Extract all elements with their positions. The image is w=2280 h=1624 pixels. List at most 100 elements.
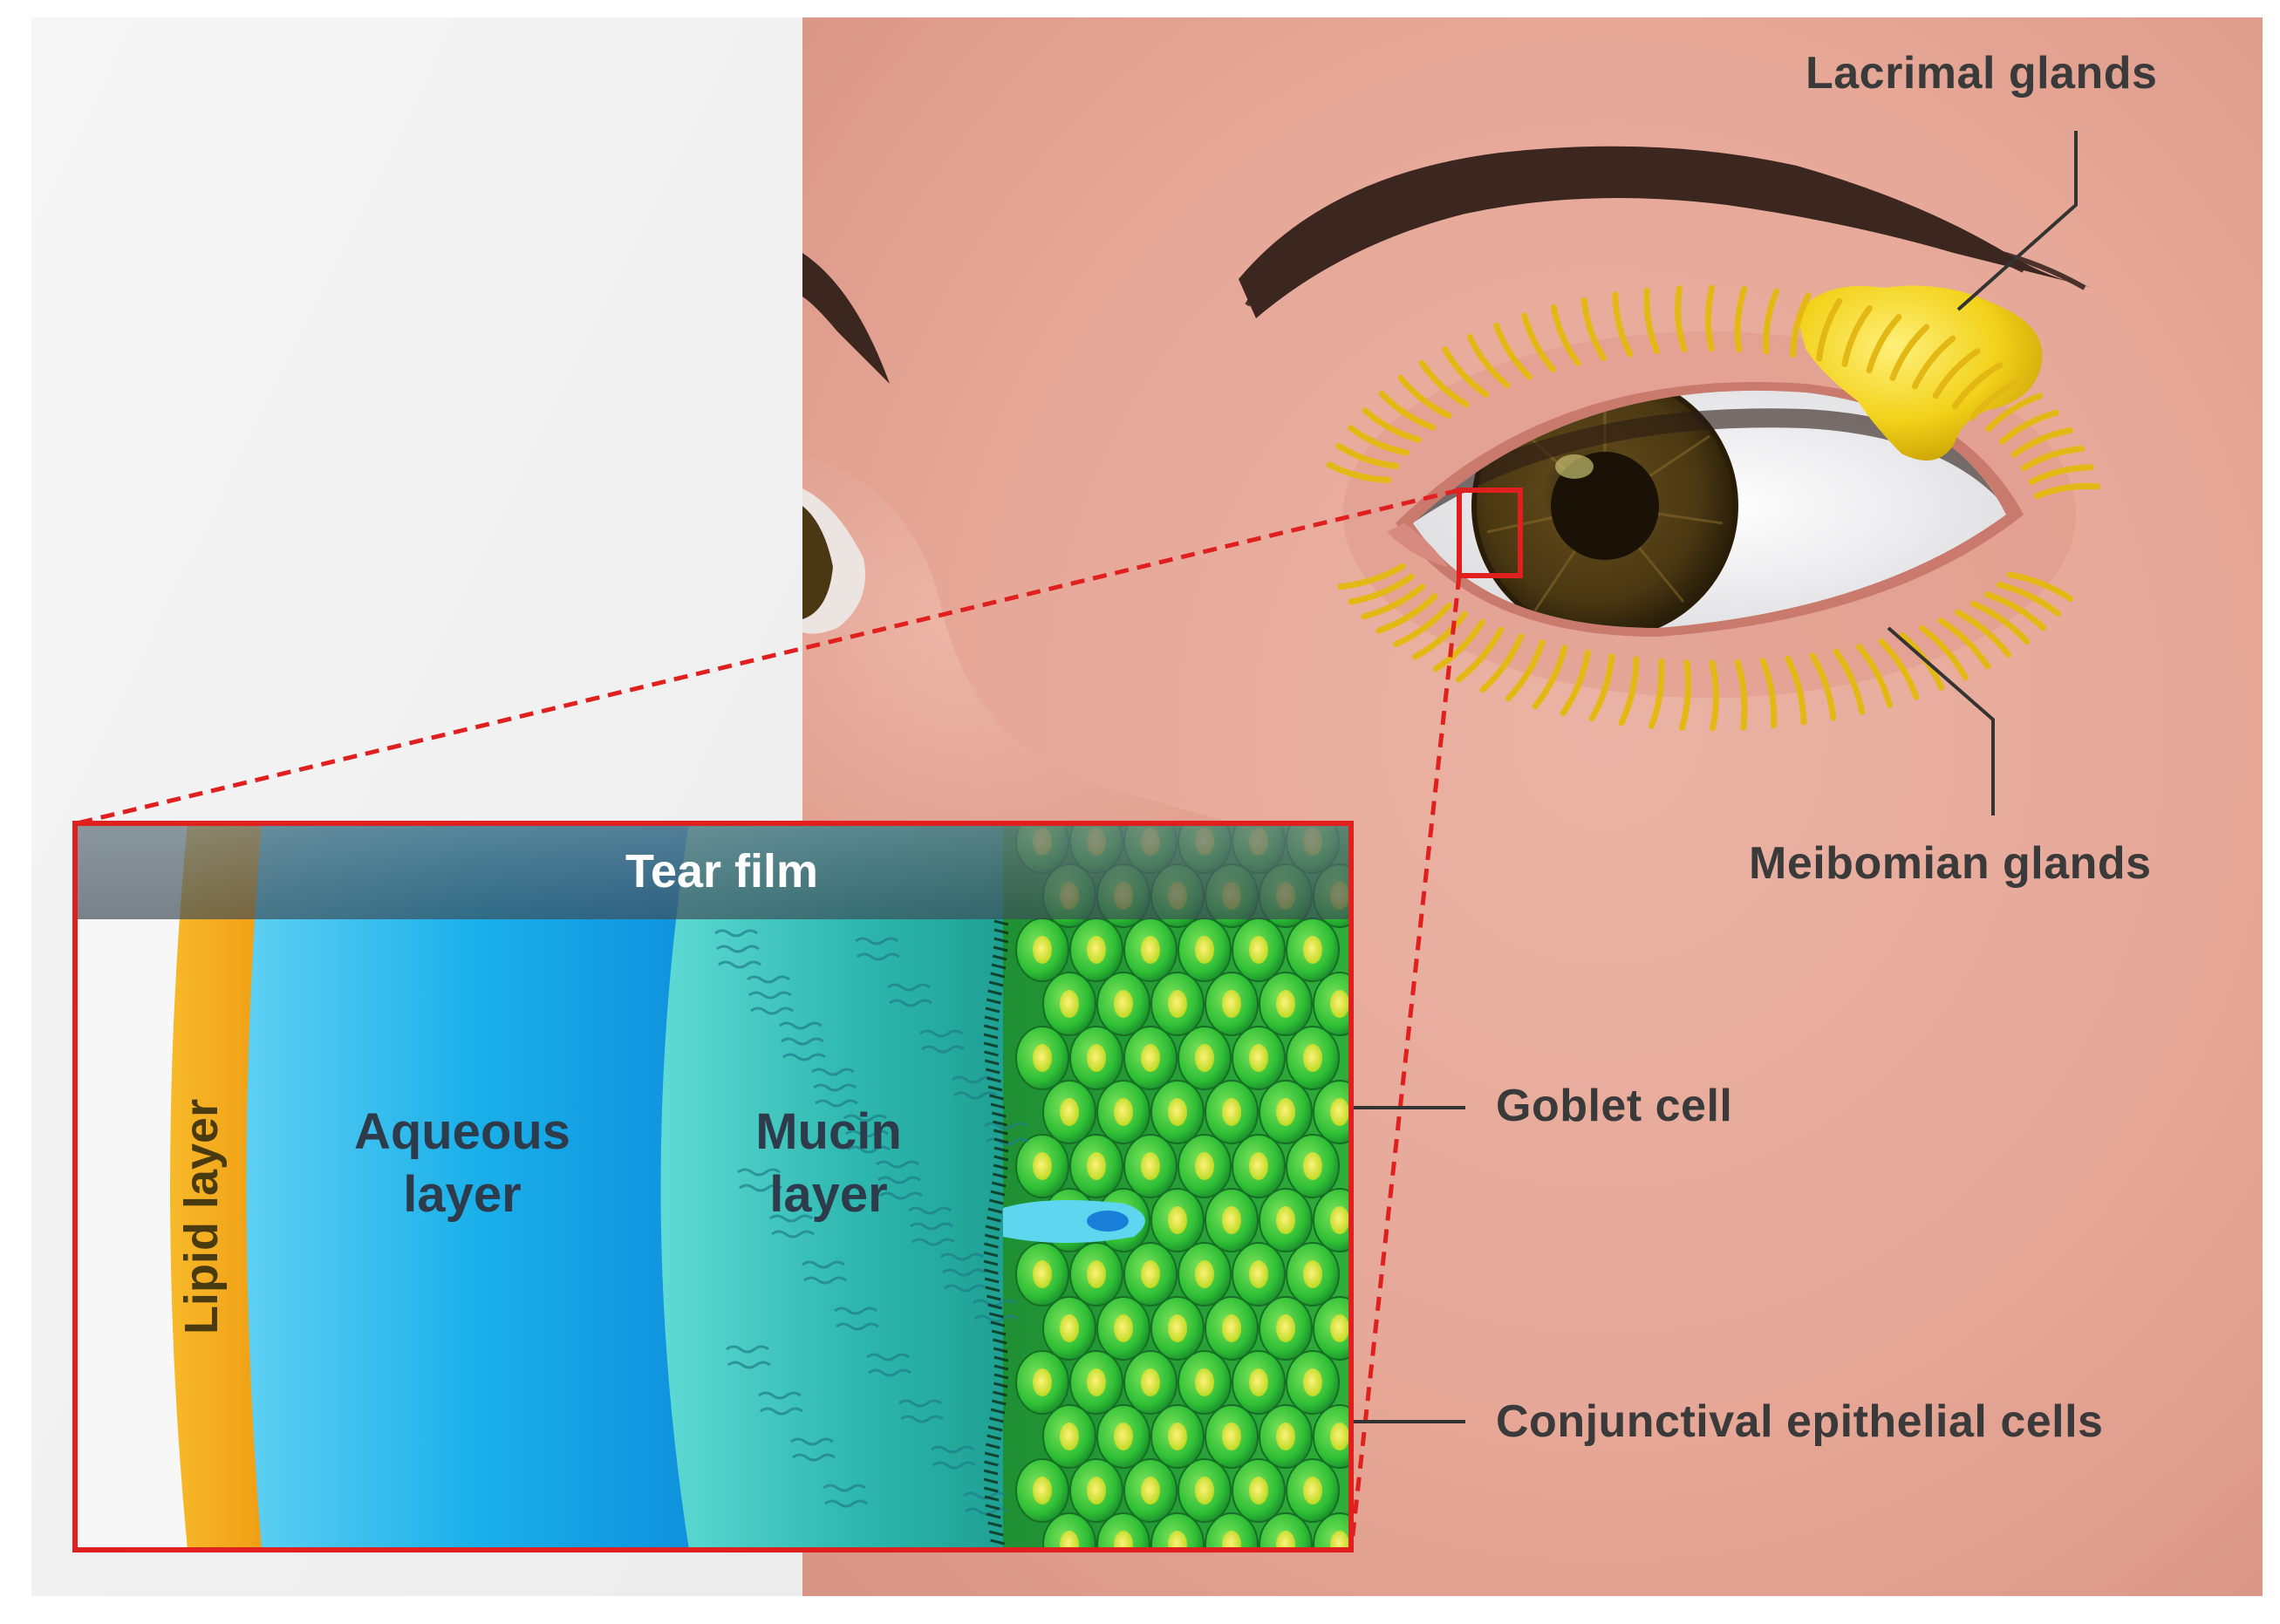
meibomian-gland-duct [1809, 652, 1837, 721]
mucin-strand [898, 1399, 942, 1408]
cell-nucleus [1195, 1368, 1214, 1396]
mucin-strand [727, 1361, 771, 1369]
cell-nucleus [1114, 990, 1133, 1018]
mucin-strand [836, 1322, 879, 1331]
cell-nucleus [1168, 990, 1187, 1018]
microvillus [990, 1408, 1006, 1415]
microvillus [993, 1129, 1008, 1136]
mucin-strand [811, 1068, 855, 1076]
cell-nucleus [1168, 1314, 1187, 1342]
microvillus [986, 1512, 1001, 1519]
cell-nucleus [1222, 1423, 1241, 1450]
cell-nucleus [1195, 1260, 1214, 1288]
cell-nucleus [1141, 936, 1160, 964]
cell-nucleus [1060, 1531, 1079, 1550]
cell-nucleus [1276, 1314, 1295, 1342]
meibomian-gland-duct [1919, 624, 1969, 681]
meibomian-gland-duct [1361, 583, 1425, 620]
microvillus [991, 963, 1007, 970]
meibomian-gland-duct [1985, 392, 2044, 433]
meibomian-gland-duct [1866, 313, 1902, 374]
mucin-strand [931, 1445, 974, 1454]
cell-nucleus [1060, 1098, 1079, 1126]
cell-nucleus [1222, 1531, 1241, 1550]
microvillus [993, 1120, 1007, 1127]
meibomian-gland-duct [1337, 563, 1406, 590]
meibomian-gland-duct [1618, 656, 1640, 727]
microvillus [983, 1033, 999, 1040]
zoom-guide-left [76, 488, 1460, 826]
microvillus [989, 1416, 1004, 1423]
microvillus [993, 928, 1009, 935]
meibomian-gland-duct [1348, 425, 1410, 456]
microvillus [993, 1355, 1009, 1362]
cell-nucleus [1087, 1152, 1106, 1180]
microvillus [984, 1233, 1000, 1240]
microvillus [990, 1190, 1006, 1197]
meibomian-gland-duct [1376, 593, 1438, 634]
microvillus [985, 1286, 1000, 1293]
mucin-line-2: layer [769, 1166, 888, 1223]
mucin-strand [748, 991, 792, 1000]
mucin-strand [940, 1252, 984, 1261]
microvillus [984, 1495, 1000, 1502]
cell-nucleus [1087, 1368, 1106, 1396]
cell-nucleus [1114, 1423, 1133, 1450]
meibomian-gland-duct [1785, 655, 1807, 726]
cell-nucleus [1195, 1152, 1214, 1180]
mucin-strand [986, 1137, 1029, 1146]
cell-nucleus [1276, 1531, 1295, 1550]
meibomian-gland-duct [1479, 633, 1525, 693]
mucin-strand [758, 1391, 802, 1400]
meibomian-gland-duct [1759, 658, 1778, 729]
cell-nucleus [1249, 1152, 1268, 1180]
zoom-guide-right [1348, 575, 1462, 1551]
cell-nucleus [1276, 990, 1295, 1018]
meibomian-gland-duct [2010, 427, 2073, 458]
mucin-strand [823, 1484, 866, 1492]
right-eyebrow [1239, 146, 2093, 318]
meibomian-gland-duct [1969, 600, 2031, 645]
mucin-strand [845, 1129, 889, 1138]
microvillus [993, 1155, 1009, 1162]
meibomian-gland-duct [1889, 324, 1930, 381]
microvillus [993, 1373, 1009, 1380]
mucin-strand [843, 1114, 887, 1122]
meibomian-gland-duct [1612, 291, 1634, 358]
meibomian-gland-duct [1983, 591, 2047, 631]
microvillus [990, 1102, 1006, 1109]
meibomian-gland-duct [1505, 639, 1546, 702]
cell-nucleus [1087, 936, 1106, 964]
left-eyebrow [802, 253, 890, 384]
cell-nucleus [1222, 1314, 1241, 1342]
cell-nucleus [1168, 1098, 1187, 1126]
mucin-strand [824, 1499, 868, 1508]
meibomian-gland-duct [1550, 304, 1581, 366]
mucin-strand [879, 1191, 923, 1200]
mucin-strand [781, 1037, 824, 1046]
microvillus [986, 998, 1001, 1005]
eyebrow-hairs [1245, 159, 2086, 307]
meibomian-glands [1326, 284, 2100, 732]
microvillus [988, 1198, 1004, 1205]
label-lacrimal-glands: Lacrimal glands [1806, 48, 2158, 99]
meibomian-gland-duct [1649, 658, 1665, 729]
meibomian-gland-duct [1999, 409, 2059, 445]
meibomian-gland-duct [2028, 464, 2094, 485]
label-lipid-layer: Lipid layer [175, 1098, 228, 1334]
meibomian-gland-duct [1996, 582, 2061, 617]
cell-nucleus [1033, 1260, 1052, 1288]
microvillus [993, 1382, 1008, 1389]
microvillus [987, 1207, 1003, 1214]
cell-nucleus [1087, 1477, 1106, 1505]
label-tear-film: Tear film [625, 845, 819, 897]
meibomian-gland-duct [2033, 482, 2100, 500]
cell-nucleus [1033, 1152, 1052, 1180]
meibomian-gland-duct [1455, 626, 1505, 683]
cell-nucleus [1033, 1368, 1052, 1396]
meibomian-gland-duct [1521, 312, 1557, 373]
microvillus [985, 1225, 1000, 1232]
mucin-strand [855, 937, 898, 945]
microvillus [991, 1329, 1007, 1336]
